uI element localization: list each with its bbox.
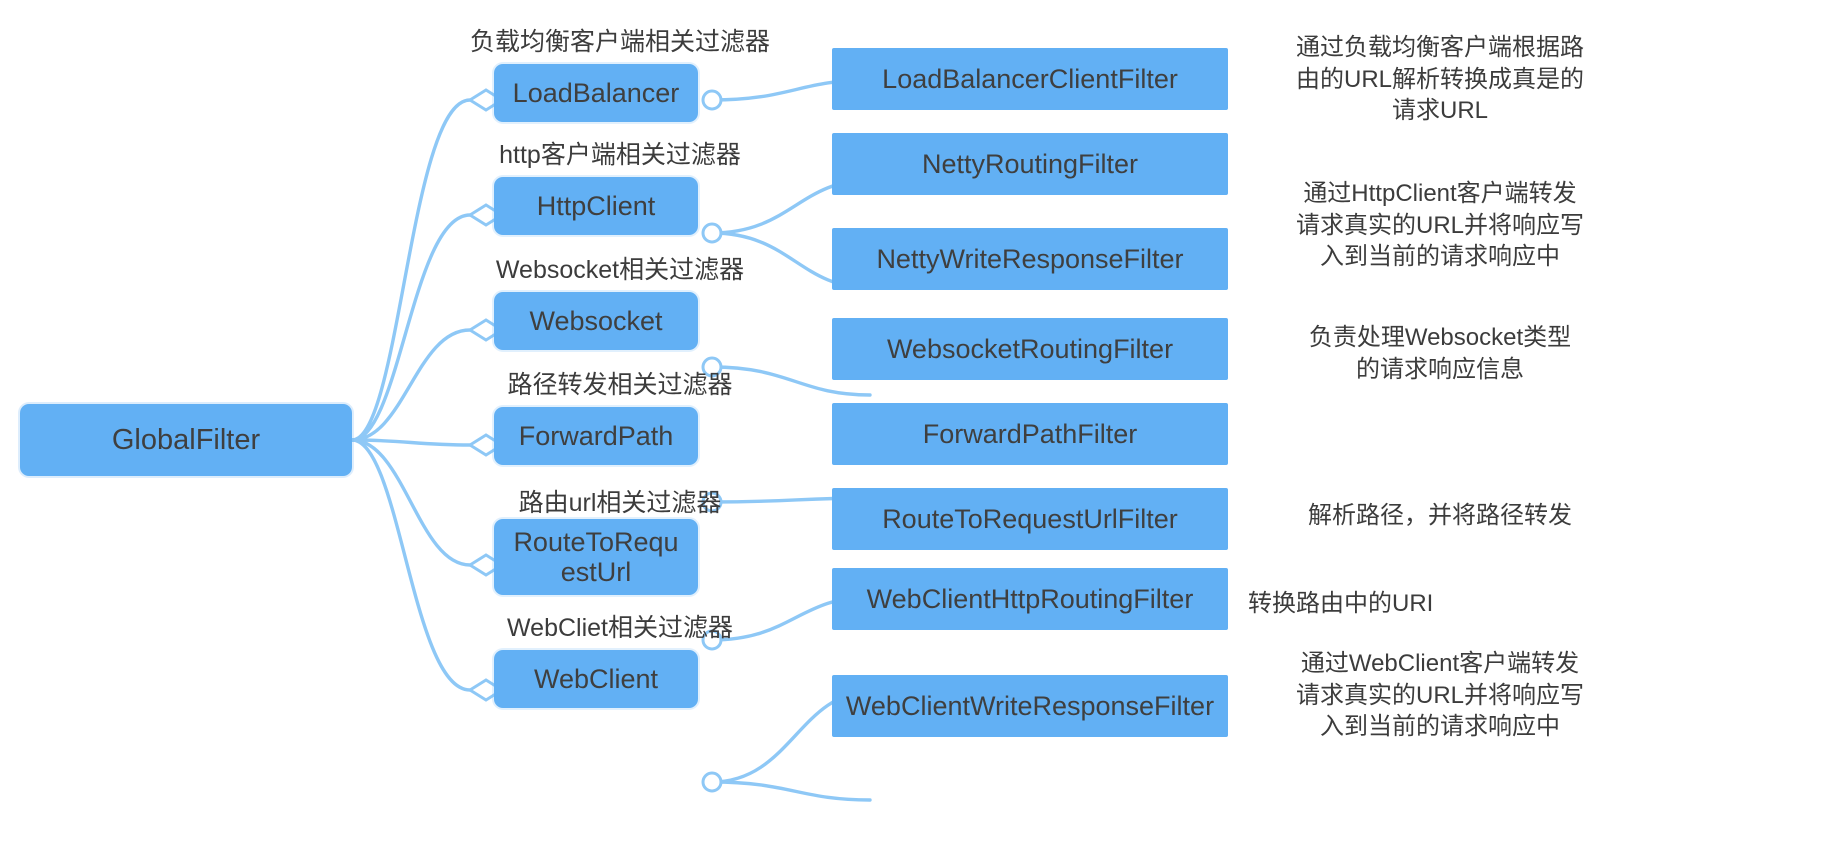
mid-node-httpclient[interactable]: HttpClient xyxy=(494,177,698,235)
leaf-node-label: WebClientWriteResponseFilter xyxy=(845,690,1215,721)
root-node-globalfilter[interactable]: GlobalFilter xyxy=(20,404,352,476)
leaf-node-routetorequesturlfilter[interactable]: RouteToRequestUrlFilter xyxy=(832,488,1228,550)
leaf-node-label: WebsocketRoutingFilter xyxy=(886,333,1174,364)
category-label-httpclient: http客户端相关过滤器 xyxy=(499,141,741,169)
description-httpclient: 通过HttpClient客户端转发 请求真实的URL并将响应写 入到当前的请求响… xyxy=(1295,180,1584,271)
mid-node-webclient[interactable]: WebClient xyxy=(494,650,698,708)
leaf-node-forwardpathfilter[interactable]: ForwardPathFilter xyxy=(832,403,1228,465)
leaf-node-websocketroutingfilter[interactable]: WebsocketRoutingFilter xyxy=(832,318,1228,380)
leaf-node-label: NettyWriteResponseFilter xyxy=(876,243,1184,274)
mid-node-loadbalancer[interactable]: LoadBalancer xyxy=(494,64,698,122)
leaf-node-nettyroutingfilter[interactable]: NettyRoutingFilter xyxy=(832,133,1228,195)
leaf-node-label: ForwardPathFilter xyxy=(922,418,1138,449)
category-label-loadbalancer: 负载均衡客户端相关过滤器 xyxy=(469,28,770,56)
mid-node-label: LoadBalancer xyxy=(512,77,680,108)
category-label-routetorequesturl: 路由url相关过滤器 xyxy=(518,489,722,517)
description-websocket: 负责处理Websocket类型 的请求响应信息 xyxy=(1308,324,1572,383)
root-node-label: GlobalFilter xyxy=(111,423,261,456)
leaf-node-label: NettyRoutingFilter xyxy=(921,148,1139,179)
description-routetorequesturl: 转换路由中的URI xyxy=(1248,590,1434,617)
leaf-node-label: RouteToRequestUrlFilter xyxy=(882,503,1178,534)
leaf-node-nettywriteresponsefilter[interactable]: NettyWriteResponseFilter xyxy=(832,228,1228,290)
mid-node-routetorequesturl[interactable]: RouteToRequ estUrl xyxy=(494,519,698,595)
mid-node-label: Websocket xyxy=(529,305,663,336)
mid-node-label: RouteToRequ estUrl xyxy=(513,526,679,587)
mid-node-websocket[interactable]: Websocket xyxy=(494,292,698,350)
category-label-forwardpath: 路径转发相关过滤器 xyxy=(507,371,733,399)
leaf-node-label: LoadBalancerClientFilter xyxy=(882,63,1178,94)
mid-node-label: ForwardPath xyxy=(518,420,674,451)
leaf-node-loadbalancerclientfilter[interactable]: LoadBalancerClientFilter xyxy=(832,48,1228,110)
category-label-websocket: Websocket相关过滤器 xyxy=(495,256,745,284)
description-forwardpath: 解析路径，并将路径转发 xyxy=(1308,502,1572,529)
mid-node-label: HttpClient xyxy=(536,190,656,221)
mid-node-label: WebClient xyxy=(533,663,659,694)
leaf-node-webclienthttproutingfilter[interactable]: WebClientHttpRoutingFilter xyxy=(832,568,1228,630)
mid-node-forwardpath[interactable]: ForwardPath xyxy=(494,407,698,465)
leaf-node-webclientwriteresponsefilter[interactable]: WebClientWriteResponseFilter xyxy=(832,675,1228,737)
leaf-node-label: WebClientHttpRoutingFilter xyxy=(866,583,1194,614)
category-label-webclient: WebCliet相关过滤器 xyxy=(507,614,733,642)
description-loadbalancer: 通过负载均衡客户端根据路 由的URL解析转换成真是的 请求URL xyxy=(1295,34,1584,125)
description-webclient: 通过WebClient客户端转发 请求真实的URL并将响应写 入到当前的请求响应… xyxy=(1295,650,1584,741)
